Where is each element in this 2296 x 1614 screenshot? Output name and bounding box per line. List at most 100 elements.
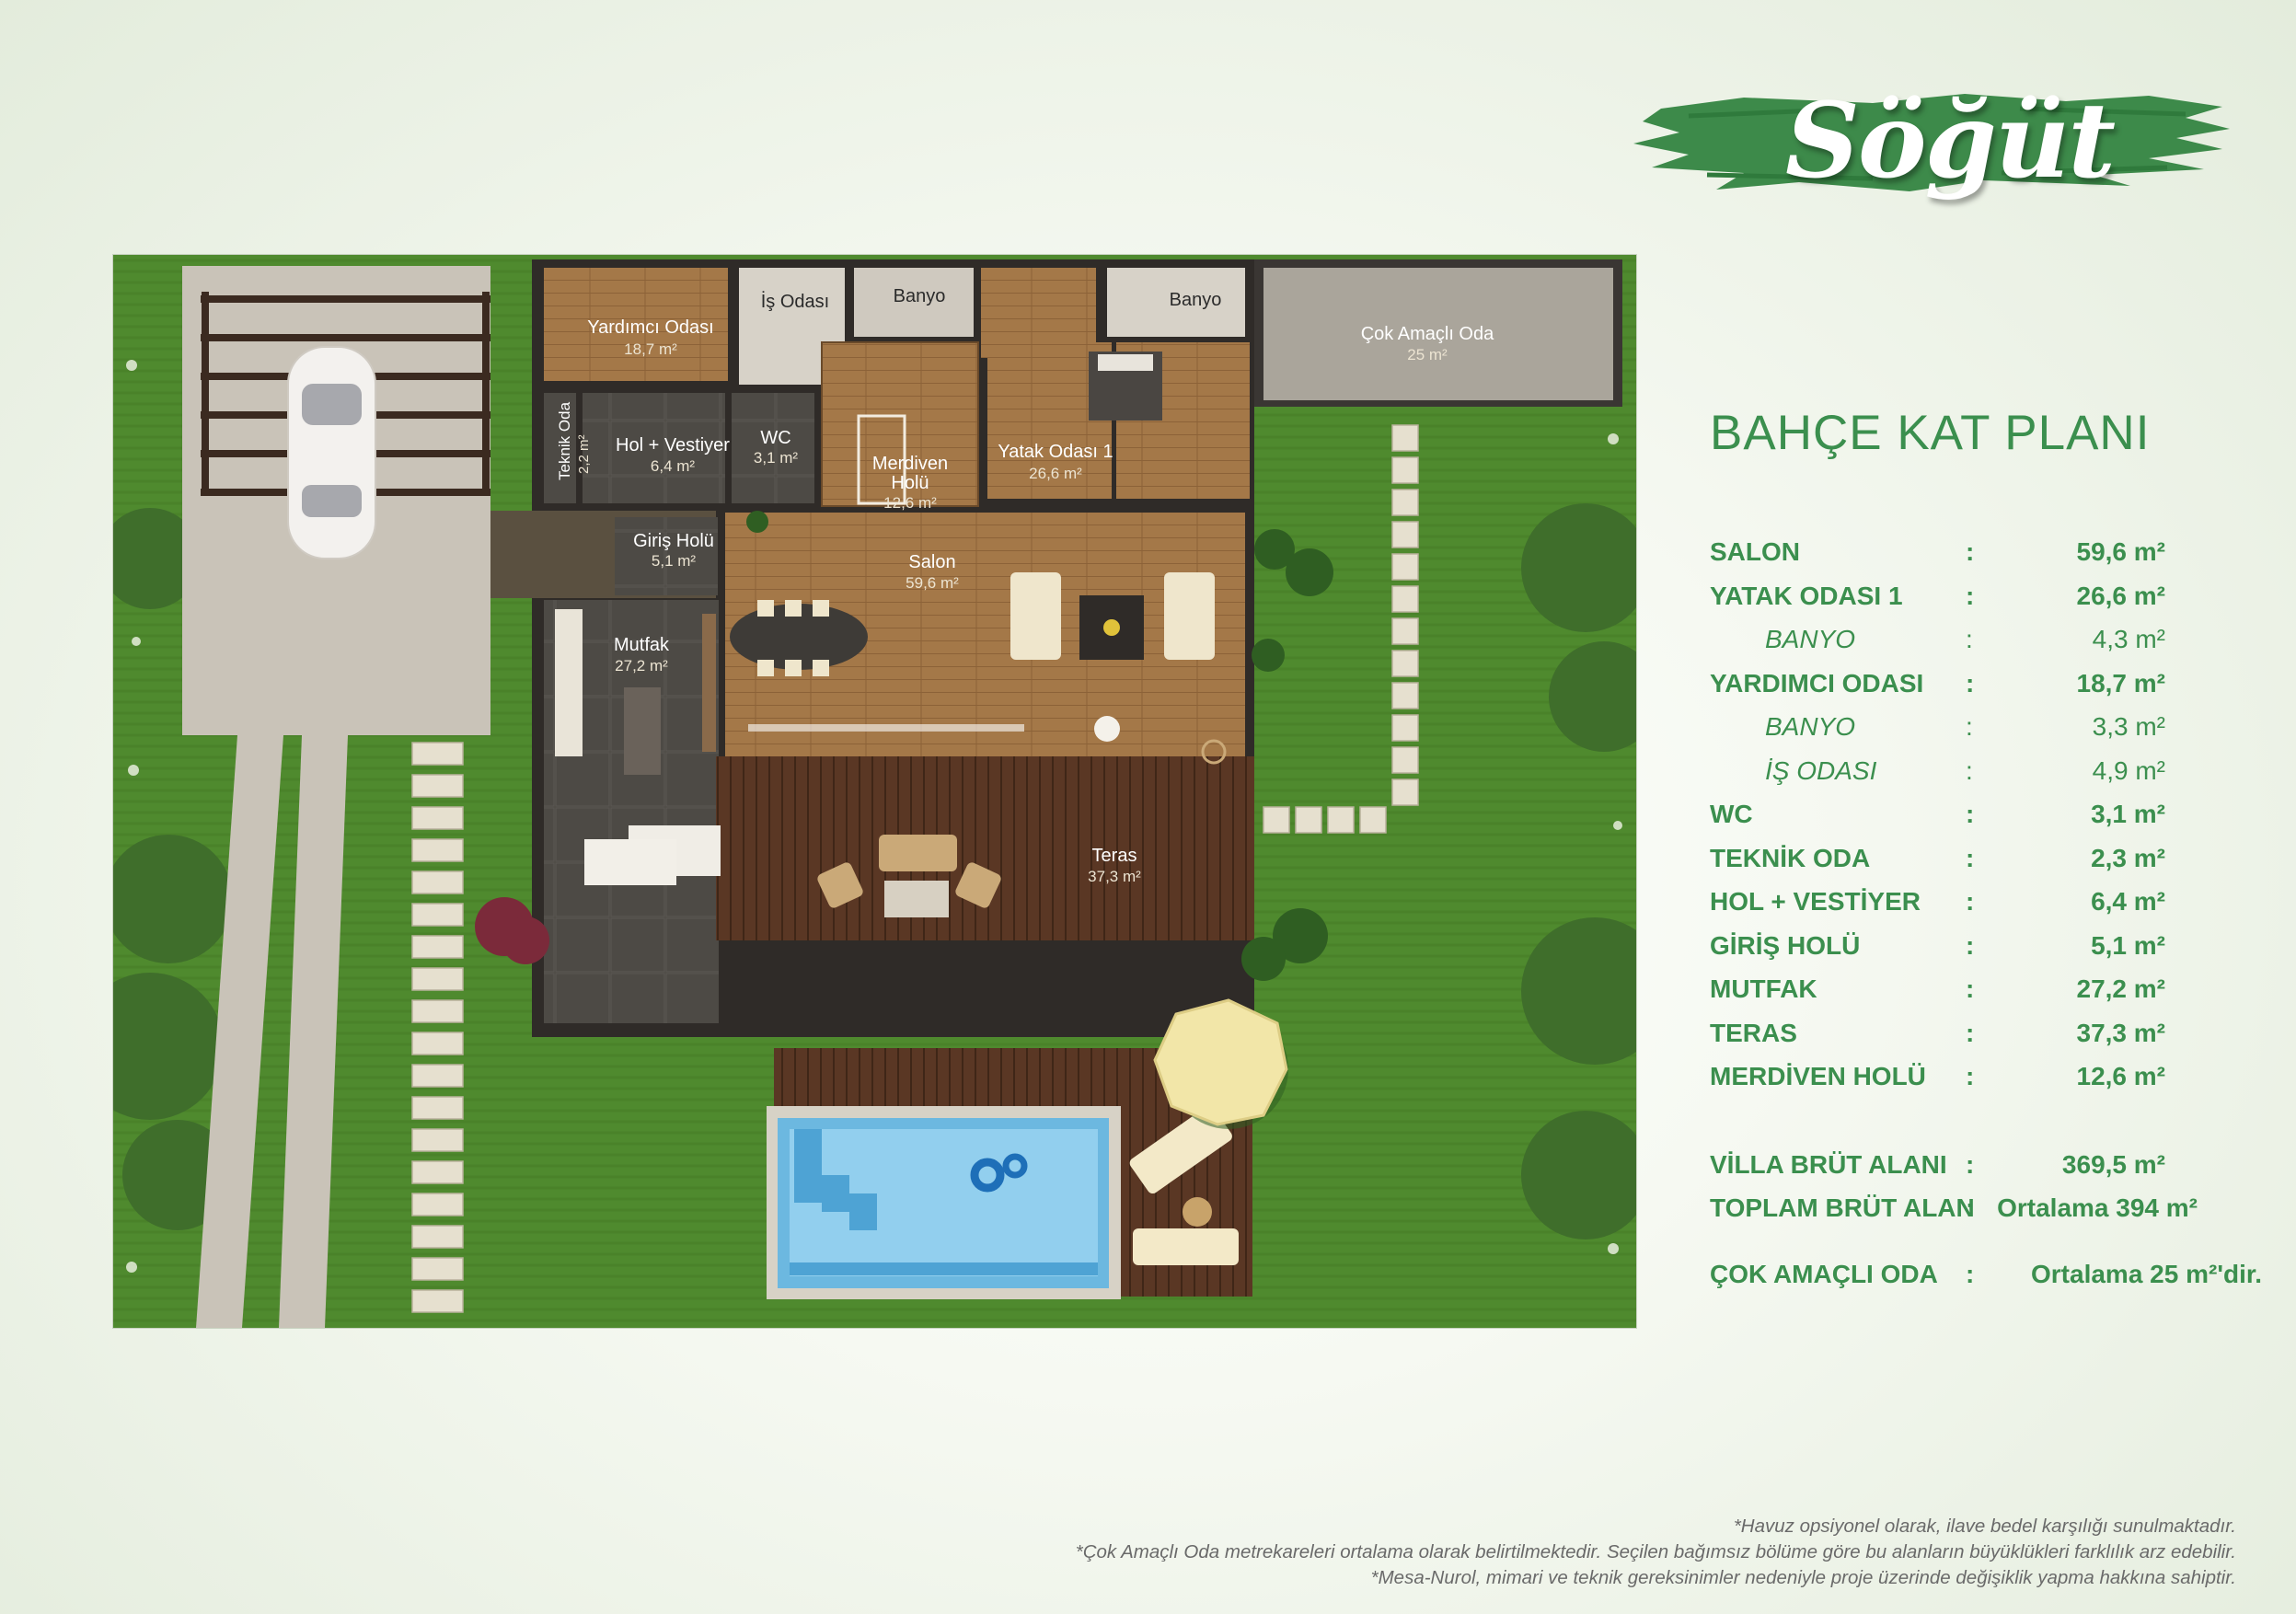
floor-plan: Yardımcı Odası 18,7 m² İş Odası Banyo Ba…	[113, 255, 1636, 1328]
row-value: 6,4 m²	[2091, 887, 2165, 916]
row-label: WC	[1710, 800, 1753, 828]
row-label: HOL + VESTİYER	[1710, 887, 1921, 916]
row-label: YATAK ODASI 1	[1710, 581, 1903, 610]
row-colon: :	[1966, 755, 1973, 785]
area-cok-amacli: 25 m²	[1407, 346, 1448, 363]
sogut-logo: Söğüt	[1633, 74, 2232, 212]
logo-text: Söğüt	[1785, 81, 2116, 202]
row-hol-vestiyer: HOL + VESTİYER : 6,4 m²	[1710, 887, 2262, 931]
row-banyo-1: BANYO : 4,3 m²	[1710, 625, 2262, 669]
row-value: 369,5 m²	[2061, 1149, 2165, 1179]
area-yardimci: 18,7 m²	[624, 340, 677, 358]
room-banyo-2	[1107, 268, 1245, 337]
row-colon: :	[1966, 887, 1975, 916]
area-mutfak: 27,2 m²	[615, 657, 668, 674]
area-teras: 37,3 m²	[1088, 868, 1141, 885]
room-merdiven	[822, 342, 978, 506]
area-salon: 59,6 m²	[906, 574, 959, 592]
area-merdiven: 12,6 m²	[883, 494, 937, 512]
area-table: SALON : 59,6 m² YATAK ODASI 1 : 26,6 m² …	[1710, 537, 2262, 1303]
row-banyo-2: BANYO : 3,3 m²	[1710, 712, 2262, 756]
row-merdiven-holu: MERDİVEN HOLÜ : 12,6 m²	[1710, 1062, 2262, 1106]
label-banyo-2: Banyo	[1170, 290, 1222, 310]
row-yatak-odasi: YATAK ODASI 1 : 26,6 m²	[1710, 582, 2262, 626]
label-banyo-1: Banyo	[894, 286, 946, 306]
row-teras: TERAS : 37,3 m²	[1710, 1019, 2262, 1063]
area-giris: 5,1 m²	[652, 552, 697, 570]
multipurpose-room	[1263, 268, 1613, 400]
kitchen-table	[584, 839, 676, 885]
row-value: 3,3 m²	[2092, 712, 2165, 741]
label-cok-amacli: Çok Amaçlı Oda	[1361, 324, 1494, 344]
pool-float	[970, 1158, 1005, 1193]
footnote-3: *Mesa-Nurol, mimari ve teknik gereksinim…	[1370, 1567, 2236, 1588]
row-label: TOPLAM BRÜT ALAN	[1710, 1193, 1975, 1222]
row-wc: WC : 3,1 m²	[1710, 800, 2262, 844]
terrace-sofa	[879, 835, 957, 871]
umbrella	[1153, 998, 1288, 1126]
row-yardimci-odasi: YARDIMCI ODASI : 18,7 m²	[1710, 669, 2262, 713]
row-value: 2,3 m²	[2091, 843, 2165, 872]
row-colon: :	[1966, 625, 1973, 653]
row-colon: :	[1966, 800, 1975, 828]
room-wc	[732, 393, 814, 503]
row-colon: :	[1966, 930, 1975, 960]
row-colon: :	[1966, 974, 1975, 1003]
row-giris-holu: GİRİŞ HOLÜ : 5,1 m²	[1710, 931, 2262, 975]
row-label: BANYO	[1765, 712, 1856, 741]
row-villa-brut: VİLLA BRÜT ALANI : 369,5 m²	[1710, 1150, 2262, 1194]
room-giris	[615, 517, 718, 595]
room-banyo-1	[854, 268, 974, 337]
area-yatak: 26,6 m²	[1029, 465, 1082, 482]
label-teras: Teras	[1092, 846, 1137, 866]
row-label: GİRİŞ HOLÜ	[1710, 930, 1861, 960]
row-label: MUTFAK	[1710, 974, 1817, 1003]
row-colon: :	[1966, 1259, 1975, 1288]
sun-lounger-2	[1133, 1228, 1239, 1265]
label-wc: WC	[760, 428, 790, 448]
shrubs	[746, 511, 1333, 981]
room-hol	[583, 393, 725, 503]
row-value: 4,9 m²	[2092, 755, 2165, 785]
label-hol: Hol + Vestiyer	[616, 435, 730, 455]
row-salon: SALON : 59,6 m²	[1710, 537, 2262, 582]
row-colon: :	[1966, 1149, 1975, 1179]
label-is-odasi: İş Odası	[761, 291, 829, 312]
room-teknik	[544, 393, 576, 503]
row-teknik-oda: TEKNİK ODA : 2,3 m²	[1710, 844, 2262, 888]
row-label: VİLLA BRÜT ALANI	[1710, 1149, 1947, 1179]
label-giris: Giriş Holü	[633, 531, 714, 551]
label-teknik: Teknik Oda	[556, 401, 573, 480]
row-colon: :	[1966, 1018, 1975, 1047]
row-value: 26,6 m²	[2076, 581, 2166, 610]
label-yardimci: Yardımcı Odası	[587, 317, 713, 338]
footnotes: *Havuz opsiyonel olarak, ilave bedel kar…	[1076, 1514, 2236, 1591]
floor-plan-drawing: Yardımcı Odası 18,7 m² İş Odası Banyo Ba…	[113, 255, 1636, 1328]
area-wc: 3,1 m²	[754, 449, 799, 467]
brush-stroke	[1633, 94, 2230, 191]
car	[287, 346, 376, 559]
dining-table	[730, 604, 868, 670]
row-mutfak: MUTFAK : 27,2 m²	[1710, 974, 2262, 1019]
footnote-1: *Havuz opsiyonel olarak, ilave bedel kar…	[1733, 1516, 2236, 1537]
row-label: SALON	[1710, 537, 1800, 566]
row-label: BANYO	[1765, 625, 1856, 653]
row-value: Ortalama 394 m²	[1997, 1193, 2198, 1222]
row-value: 18,7 m²	[2076, 668, 2166, 697]
row-value: 27,2 m²	[2076, 974, 2166, 1003]
row-label: TERAS	[1710, 1018, 1797, 1047]
row-cok-amacli: ÇOK AMAÇLI ODA : Ortalama 25 m²'dir.	[1710, 1260, 2262, 1304]
label-holu: Holü	[891, 473, 929, 493]
row-is-odasi: İŞ ODASI : 4,9 m²	[1710, 756, 2262, 801]
row-label: İŞ ODASI	[1765, 755, 1877, 785]
row-value: 59,6 m²	[2076, 537, 2166, 566]
row-colon: :	[1966, 581, 1975, 610]
row-label: YARDIMCI ODASI	[1710, 668, 1924, 697]
row-colon: :	[1966, 668, 1975, 697]
label-salon: Salon	[908, 552, 955, 572]
row-value: 5,1 m²	[2091, 930, 2165, 960]
label-yatak: Yatak Odası 1	[998, 442, 1113, 462]
row-label: TEKNİK ODA	[1710, 843, 1871, 872]
row-colon: :	[1966, 1193, 1975, 1222]
red-shrub	[475, 897, 549, 964]
